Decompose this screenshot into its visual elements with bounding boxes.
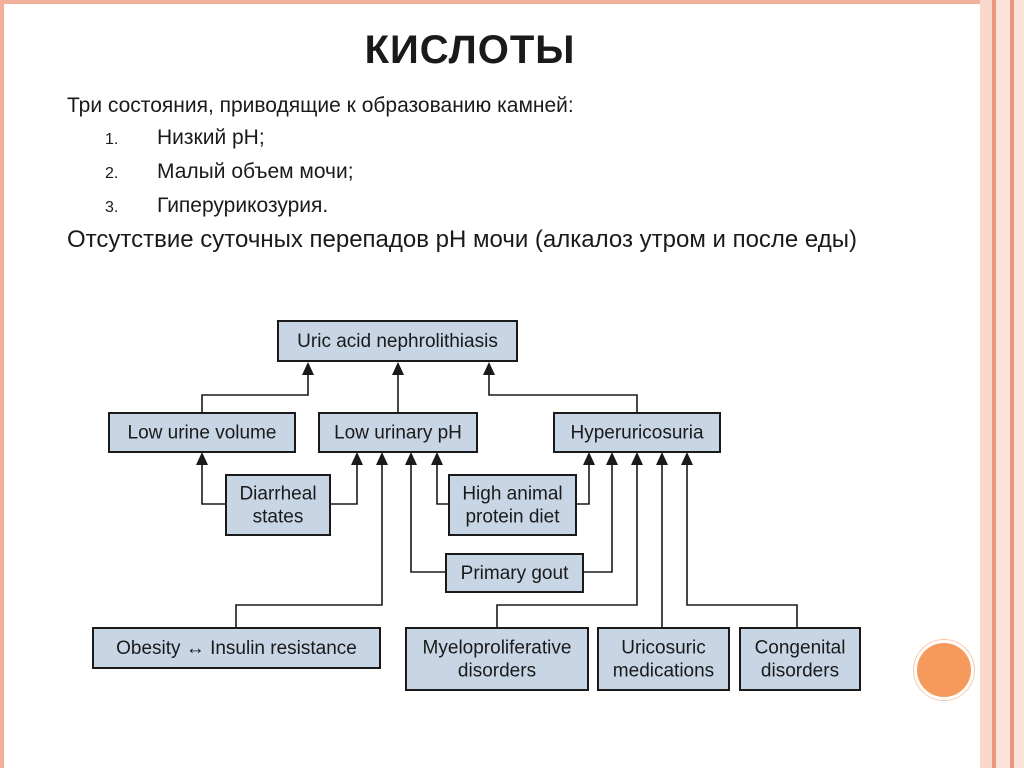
slide-frame-top	[0, 0, 980, 4]
node-hyperuricosuria: Hyperuricosuria	[553, 412, 721, 453]
node-label: protein diet	[465, 507, 560, 528]
node-box	[108, 412, 296, 453]
node-box	[445, 553, 584, 593]
list-number: 2.	[105, 165, 119, 182]
arrowhead	[681, 452, 693, 465]
node-root: Uric acid nephrolithiasis	[277, 320, 518, 362]
node-label: Obesity ↔ Insulin resistance	[116, 638, 357, 659]
slide-frame-right-line	[992, 0, 996, 768]
node-label: medications	[613, 661, 714, 682]
node-label: disorders	[458, 661, 536, 682]
node-box	[92, 627, 381, 669]
list-number: 1.	[105, 131, 119, 148]
slide-title: КИСЛОТЫ	[364, 28, 576, 72]
arrowhead	[606, 452, 618, 465]
node-low-ph: Low urinary pH	[318, 412, 478, 453]
arrowhead	[351, 452, 363, 465]
list-text: Гиперурикозурия.	[157, 194, 329, 217]
node-obesity: Obesity ↔ Insulin resistance	[92, 627, 381, 669]
decorative-circle	[914, 640, 974, 700]
arrowhead	[656, 452, 668, 465]
list-text: Малый объем мочи;	[157, 160, 354, 183]
node-box	[318, 412, 478, 453]
slide-frame-right	[980, 0, 992, 768]
slide-frame-right-band-2	[1014, 0, 1024, 768]
arrowhead	[483, 362, 495, 375]
note-paragraph: Отсутствие суточных перепадов pH мочи (а…	[67, 226, 857, 253]
node-box	[739, 627, 861, 691]
arrowhead	[376, 452, 388, 465]
node-box	[448, 474, 577, 536]
node-label: disorders	[761, 661, 839, 682]
node-label: High animal	[462, 484, 562, 505]
arrowhead	[431, 452, 443, 465]
node-label: Congenital	[755, 638, 846, 659]
node-gout: Primary gout	[445, 553, 584, 593]
intro-text: Три состояния, приводящие к образованию …	[67, 94, 574, 117]
arrowhead	[196, 452, 208, 465]
node-box	[225, 474, 331, 536]
slide-frame-left	[0, 0, 4, 768]
node-label: Low urinary pH	[334, 423, 462, 444]
node-label: Primary gout	[461, 563, 569, 584]
diagram-connectors	[201, 372, 798, 628]
slide-frame-right-band	[996, 0, 1010, 768]
node-label: states	[253, 507, 304, 528]
arrowhead	[302, 362, 314, 375]
node-label: Diarrheal	[239, 484, 316, 505]
node-box	[597, 627, 730, 691]
arrowhead	[405, 452, 417, 465]
node-label: Uric acid nephrolithiasis	[297, 331, 498, 352]
node-low-volume: Low urine volume	[108, 412, 296, 453]
node-label: Low urine volume	[128, 423, 277, 444]
arrowhead	[583, 452, 595, 465]
list-number: 3.	[105, 199, 119, 216]
node-box	[553, 412, 721, 453]
node-box	[277, 320, 518, 362]
node-box	[405, 627, 589, 691]
diagram-arrowheads	[196, 362, 693, 465]
slide-frame-right-line-2	[1010, 0, 1014, 768]
arrowhead	[392, 362, 404, 375]
list-text: Низкий pH;	[157, 126, 265, 149]
node-label: Hyperuricosuria	[570, 423, 703, 444]
node-label: Uricosuric	[621, 638, 705, 659]
node-label: Myeloproliferative	[423, 638, 572, 659]
arrowhead	[631, 452, 643, 465]
